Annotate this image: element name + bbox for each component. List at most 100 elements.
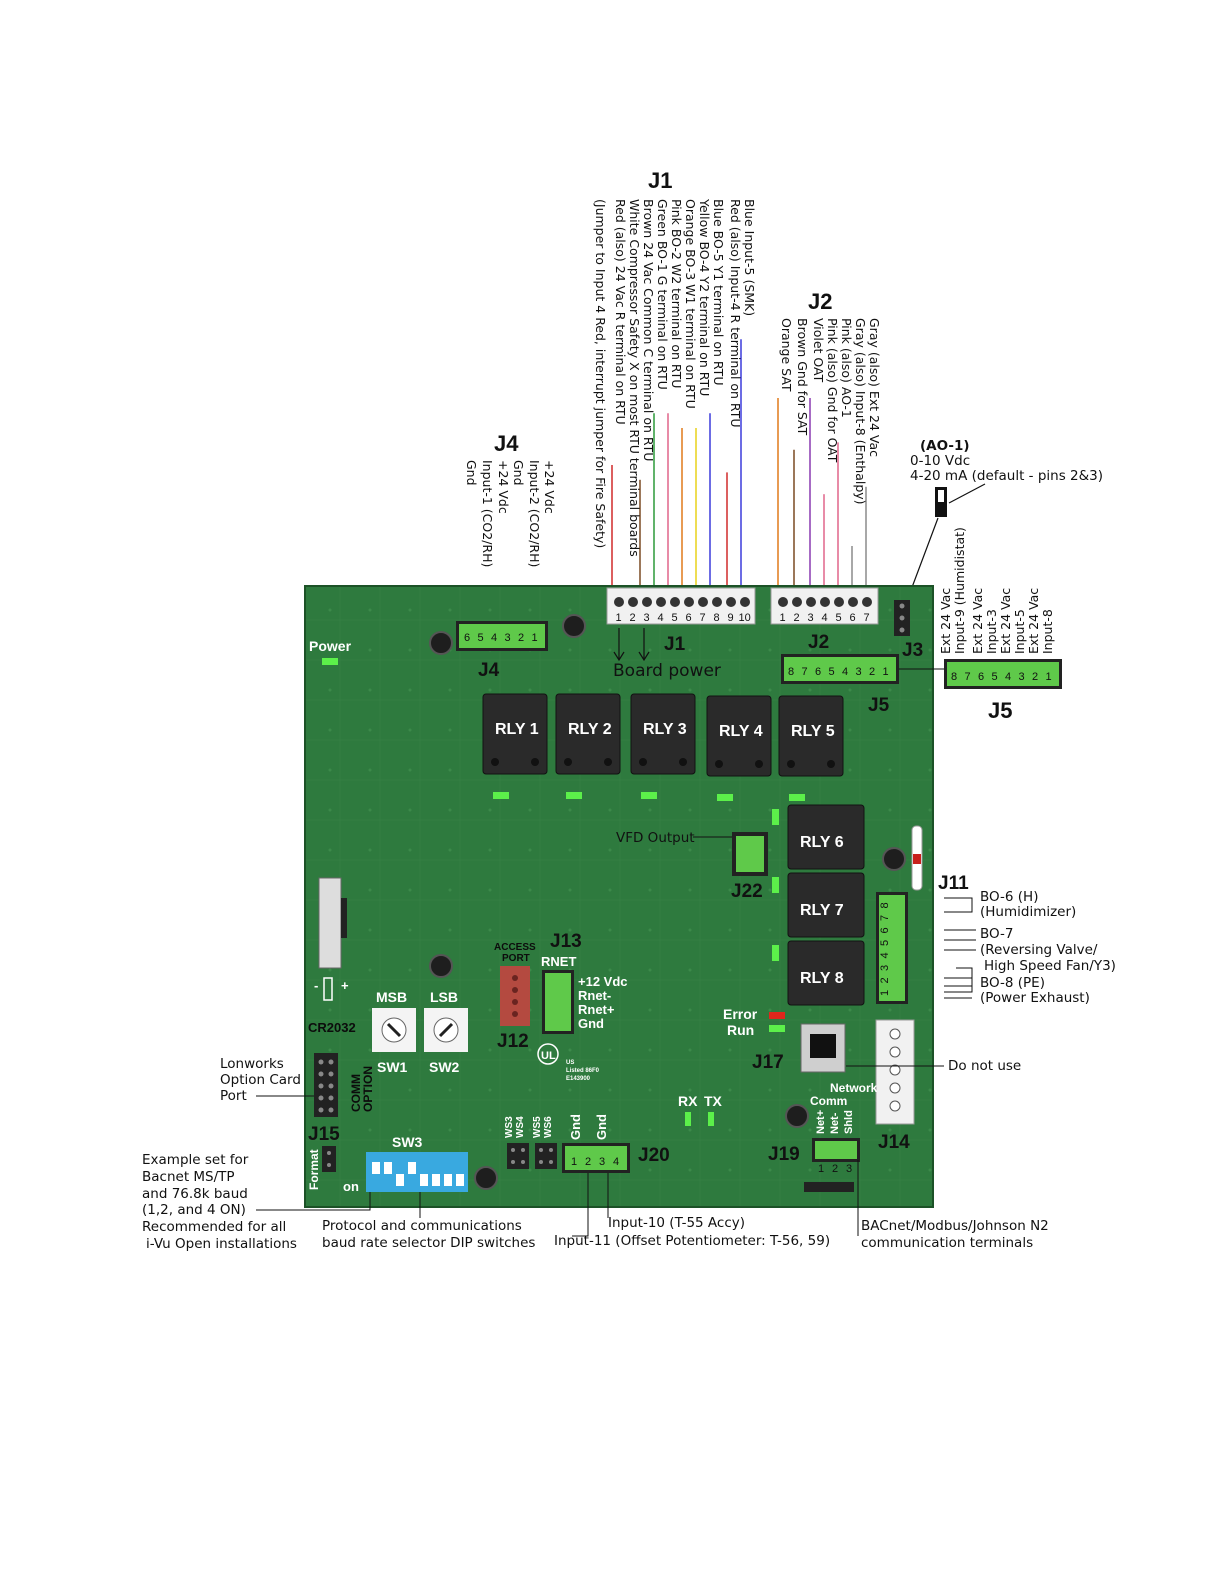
j11-pin: 4 <box>879 952 891 958</box>
ul-us: US <box>566 1060 574 1066</box>
rx-led <box>685 1112 691 1126</box>
j4-label: Gnd <box>511 460 526 486</box>
j1-pin <box>712 597 722 607</box>
ao1-line1: 0-10 Vdc <box>910 453 970 469</box>
j1-pin-number: 10 <box>739 612 751 624</box>
j1-wire-label: Brown 24 Vac Common C terminal on RTU <box>641 199 656 461</box>
j1-pin <box>670 597 680 607</box>
dip-lever[interactable] <box>456 1174 464 1186</box>
j2-pin <box>834 597 844 607</box>
j4-label: Input-1 (CO2/RH) <box>480 460 495 567</box>
lonworks-line3: Port <box>220 1088 247 1104</box>
option-label-rot: OPTION <box>361 1066 375 1112</box>
bo7-sub2: High Speed Fan/Y3) <box>984 958 1116 974</box>
j5-plug-pin: 5 <box>992 671 998 683</box>
example-line3: and 76.8k baud <box>142 1186 248 1202</box>
comm-pin <box>318 1083 324 1089</box>
rnet-plus: Rnet+ <box>578 1002 615 1017</box>
relay-8: RLY 8 <box>787 940 865 1006</box>
comm-pin <box>318 1107 324 1113</box>
relay-6: RLY 6 <box>787 804 865 870</box>
battery-holder <box>318 877 342 969</box>
bo6-label: BO-6 (H) <box>980 889 1038 905</box>
j14-label: J14 <box>878 1132 910 1153</box>
tx-label: TX <box>704 1093 723 1109</box>
run-led <box>769 1025 785 1032</box>
j2-wire-label: Gray (also) Ext 24 Vac <box>867 318 882 457</box>
relay-label: RLY 7 <box>800 902 844 919</box>
j4-board-label: J4 <box>478 660 500 681</box>
j5-board-pin: 2 <box>869 666 875 678</box>
circuit-board <box>304 585 934 1208</box>
dip-lever[interactable] <box>408 1162 416 1174</box>
j13-label: J13 <box>550 931 582 952</box>
tx-led <box>708 1112 714 1126</box>
comm-pin <box>318 1071 324 1077</box>
relay-1: RLY 1 <box>482 693 548 775</box>
j15-label: J15 <box>308 1124 340 1145</box>
j1-pin-number: 9 <box>728 612 734 624</box>
battery-symbol <box>323 977 333 1001</box>
relay-led <box>772 945 779 961</box>
ws-label: WS5 <box>532 1116 543 1138</box>
j2-pin-number: 2 <box>794 612 800 624</box>
ul-listed: Listed 86F0 <box>566 1068 600 1074</box>
j1-wire-label: Yellow BO-4 Y2 terminal on RTU <box>697 198 712 396</box>
j5-label: Input-9 (Humidistat) <box>952 527 967 654</box>
j1-pin-number: 6 <box>686 612 692 624</box>
j5-board-pin: 3 <box>856 666 862 678</box>
dip-lever[interactable] <box>396 1174 404 1186</box>
example-line1: Example set for <box>142 1152 249 1168</box>
rnet-12vdc: +12 Vdc <box>578 974 628 989</box>
power-label: Power <box>309 638 352 654</box>
comm-option-header <box>314 1053 338 1117</box>
example-line6: i-Vu Open installations <box>146 1236 297 1252</box>
error-led <box>769 1012 785 1019</box>
board-power-arrows <box>613 628 650 662</box>
dip-lever[interactable] <box>420 1174 428 1186</box>
j5-board-label: J5 <box>868 695 890 716</box>
relay-2: RLY 2 <box>555 693 621 775</box>
example-line5: Recommended for all <box>142 1219 286 1235</box>
j4-connector-body <box>459 624 545 648</box>
j4-title: J4 <box>494 431 519 456</box>
j17-label: J17 <box>752 1052 784 1073</box>
ws3-ws4-jumper[interactable] <box>507 1143 529 1169</box>
dip-lever[interactable] <box>432 1174 440 1186</box>
j2-pin <box>792 597 802 607</box>
j19-lower-header <box>804 1182 854 1192</box>
sw3-dip-switch[interactable] <box>366 1152 468 1192</box>
net-label: Net+ <box>815 1110 827 1134</box>
j1-wire-label: Pink BO-2 W2 terminal on RTU <box>669 199 684 388</box>
j1-wire-label: Red (also) Input-4 R terminal on RTU <box>728 199 743 428</box>
j1-wire-labels: Blue Input-5 (SMK)Red (also) Input-4 R t… <box>593 198 757 599</box>
relay-led <box>772 809 779 825</box>
comm-pin <box>318 1095 324 1101</box>
dip-lever[interactable] <box>372 1162 380 1174</box>
j12-label: J12 <box>497 1031 529 1052</box>
dip-lever[interactable] <box>384 1162 392 1174</box>
j1-wire-label: Green BO-1 G terminal on RTU <box>655 199 670 390</box>
j2-pin <box>806 597 816 607</box>
dip-lever[interactable] <box>444 1174 452 1186</box>
j5-board-pin: 7 <box>802 666 808 678</box>
j5-board-pin: 8 <box>788 666 794 678</box>
j5-plug-pin: 2 <box>1032 671 1038 683</box>
rx-label: RX <box>678 1093 698 1109</box>
j2-wire-label: Brown Gnd for SAT <box>795 318 810 436</box>
j11-title: J11 <box>938 873 969 894</box>
j2-pin <box>862 597 872 607</box>
j11-pin: 5 <box>879 940 891 946</box>
j4-pin: 6 <box>464 632 470 644</box>
format-jumper[interactable] <box>322 1146 336 1172</box>
access-port-line2: PORT <box>502 953 530 964</box>
comm-label-rot: COMM <box>349 1074 363 1112</box>
ws5-ws6-jumper[interactable] <box>535 1143 557 1169</box>
j4-pin: 4 <box>491 632 497 644</box>
error-label: Error <box>723 1006 758 1022</box>
sw2-label: SW2 <box>429 1059 460 1075</box>
j2-pin-number: 6 <box>850 612 856 624</box>
